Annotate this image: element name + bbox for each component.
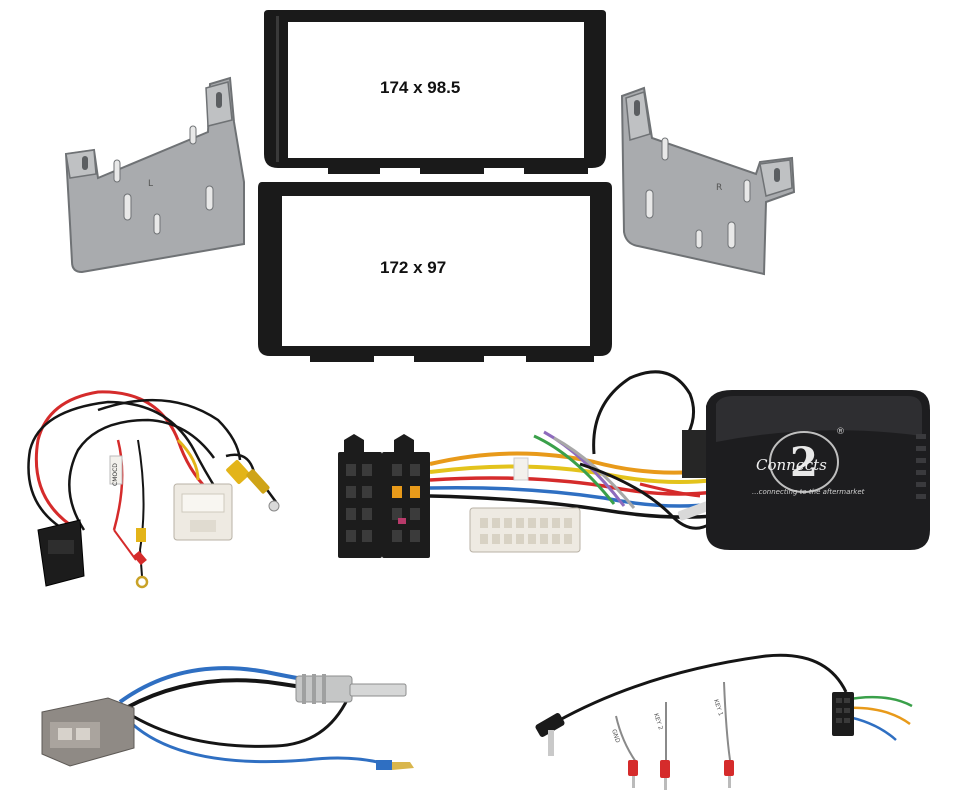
right-bracket-marking: R [716, 183, 722, 193]
patch-lead-label-key2: KEY 2 [652, 712, 664, 731]
upper-frame-dimension-label: 174 x 98.5 [380, 78, 461, 97]
patch-lead-with-jack: GND KEY 2 KEY 1 [526, 642, 926, 794]
left-mounting-bracket: L [58, 74, 248, 276]
camera-retention-harness: CMOCD [18, 380, 288, 600]
lower-fascia-frame: 172 x 97 [254, 178, 616, 366]
patch-lead-label-key1: KEY 1 [712, 698, 724, 717]
antenna-adapter-lead [36, 650, 426, 790]
interface-logo-trademark: ® [836, 427, 845, 437]
steering-control-interface-box: 2 ® Connects ...connecting to the afterm… [520, 364, 940, 560]
camera-harness-wire-label: CMOCD [112, 463, 119, 486]
interface-logo-text: Connects [756, 456, 827, 474]
iso-patch-harness [334, 424, 718, 570]
right-mounting-bracket: R [616, 82, 800, 282]
interface-logo-numeral: 2 [790, 439, 818, 486]
patch-lead-label-gnd: GND [610, 728, 621, 744]
upper-fascia-frame: 174 x 98.5 [262, 8, 608, 176]
interface-tagline: ...connecting to the aftermarket [752, 488, 865, 496]
lower-frame-dimension-label: 172 x 97 [380, 258, 447, 277]
left-bracket-marking: L [148, 179, 153, 189]
